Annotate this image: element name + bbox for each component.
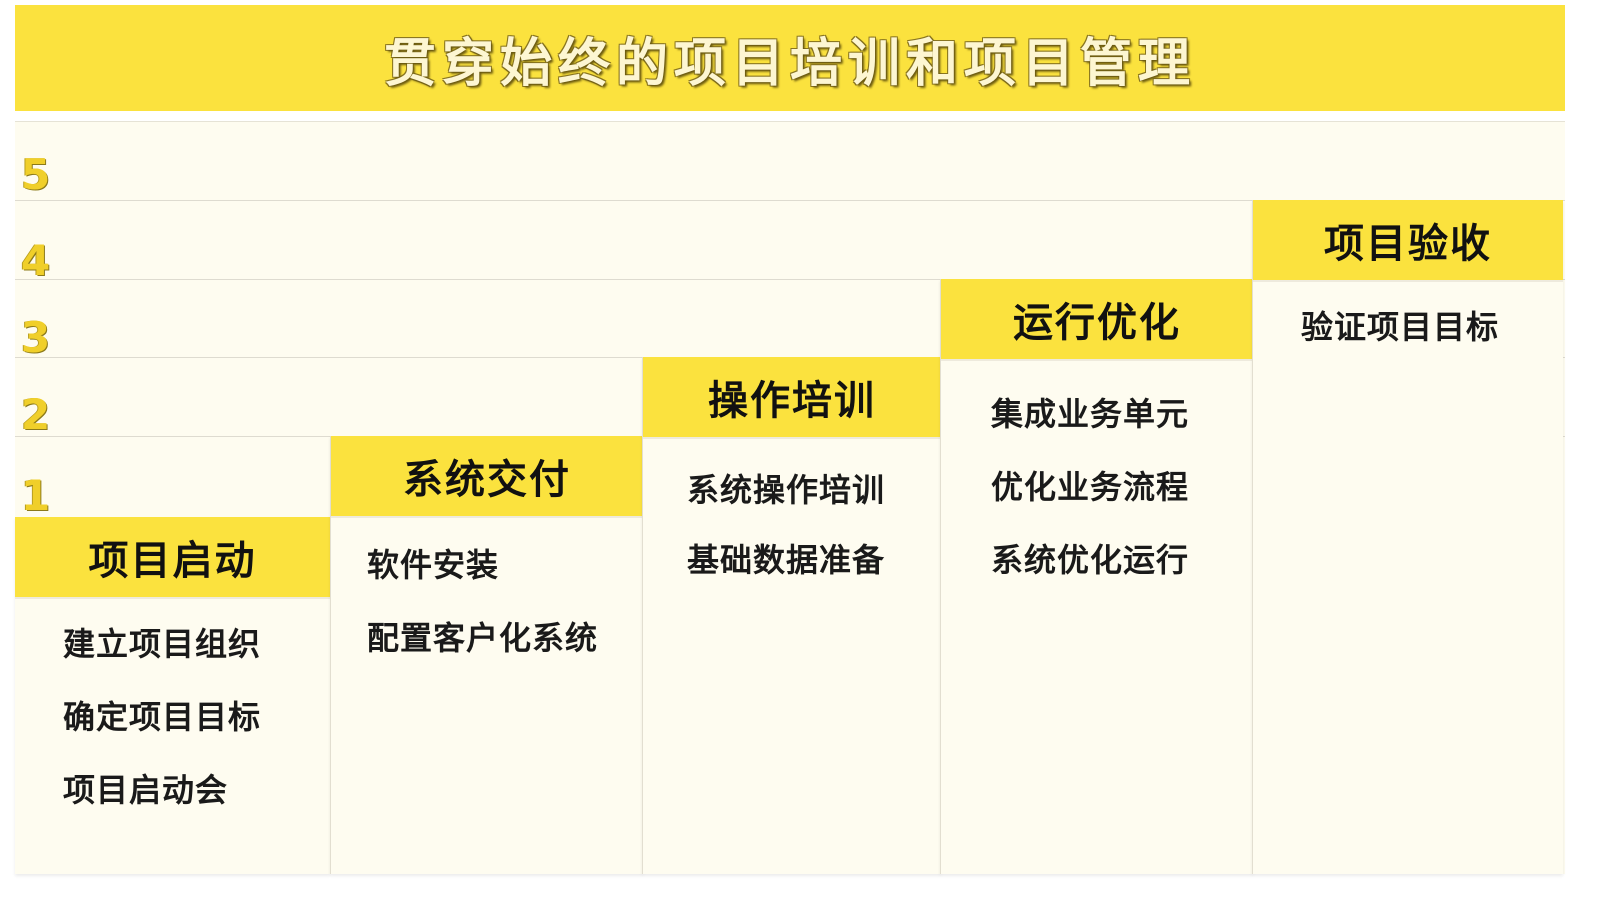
- stage-item-list: 软件安装 配置客户化系统: [331, 518, 643, 686]
- stage-title: 操作培训: [708, 378, 876, 424]
- stage-item: 验证项目目标: [1301, 308, 1500, 346]
- stage-header: 系统交付: [331, 436, 643, 518]
- level-number-5: 5: [21, 150, 51, 199]
- stage-system-delivery: 系统交付 软件安装 配置客户化系统: [330, 436, 643, 874]
- stage-item: 确定项目目标: [63, 698, 262, 736]
- title-bar: 贯穿始终的项目培训和项目管理: [15, 5, 1565, 111]
- stage-item: 项目启动会: [63, 771, 229, 809]
- stage-header: 运行优化: [941, 279, 1253, 361]
- staircase-diagram: 5 4 3 2 1 项目启动 建立项目组织 确定项目目标 项目启动会 系统交付 …: [15, 121, 1565, 874]
- stage-project-acceptance: 项目验收 验证项目目标: [1252, 200, 1563, 874]
- stage-title: 运行优化: [1013, 300, 1181, 346]
- stage-item-list: 系统操作培训 基础数据准备: [643, 439, 941, 605]
- stage-item: 系统优化运行: [991, 541, 1190, 579]
- stage-header: 项目验收: [1253, 200, 1563, 282]
- stage-item: 配置客户化系统: [367, 619, 599, 657]
- stage-item: 优化业务流程: [991, 468, 1190, 506]
- page-title: 贯穿始终的项目培训和项目管理: [383, 33, 1196, 94]
- level-line: [15, 279, 1565, 280]
- level-number-3: 3: [21, 313, 51, 362]
- stage-operation-training: 操作培训 系统操作培训 基础数据准备: [642, 357, 941, 874]
- stage-title: 项目验收: [1324, 221, 1492, 267]
- level-number-2: 2: [21, 390, 51, 439]
- stage-item-list: 验证项目目标: [1253, 282, 1563, 375]
- stage-title: 项目启动: [88, 538, 257, 584]
- stage-item: 建立项目组织: [63, 625, 262, 663]
- stage-header: 操作培训: [643, 357, 941, 439]
- level-line: [15, 200, 1565, 201]
- stage-header: 项目启动: [15, 517, 330, 599]
- stage-item-list: 集成业务单元 优化业务流程 系统优化运行: [941, 361, 1253, 608]
- stage-item: 系统操作培训: [687, 471, 886, 509]
- level-number-1: 1: [21, 471, 51, 520]
- level-number-4: 4: [21, 236, 51, 285]
- stage-run-optimization: 运行优化 集成业务单元 优化业务流程 系统优化运行: [940, 279, 1253, 874]
- stage-project-kickoff: 项目启动 建立项目组织 确定项目目标 项目启动会: [15, 517, 330, 874]
- stage-item: 软件安装: [367, 546, 500, 584]
- stage-item: 集成业务单元: [991, 395, 1190, 433]
- stage-item: 基础数据准备: [687, 541, 886, 579]
- stage-item-list: 建立项目组织 确定项目目标 项目启动会: [15, 599, 330, 838]
- stage-title: 系统交付: [403, 457, 571, 503]
